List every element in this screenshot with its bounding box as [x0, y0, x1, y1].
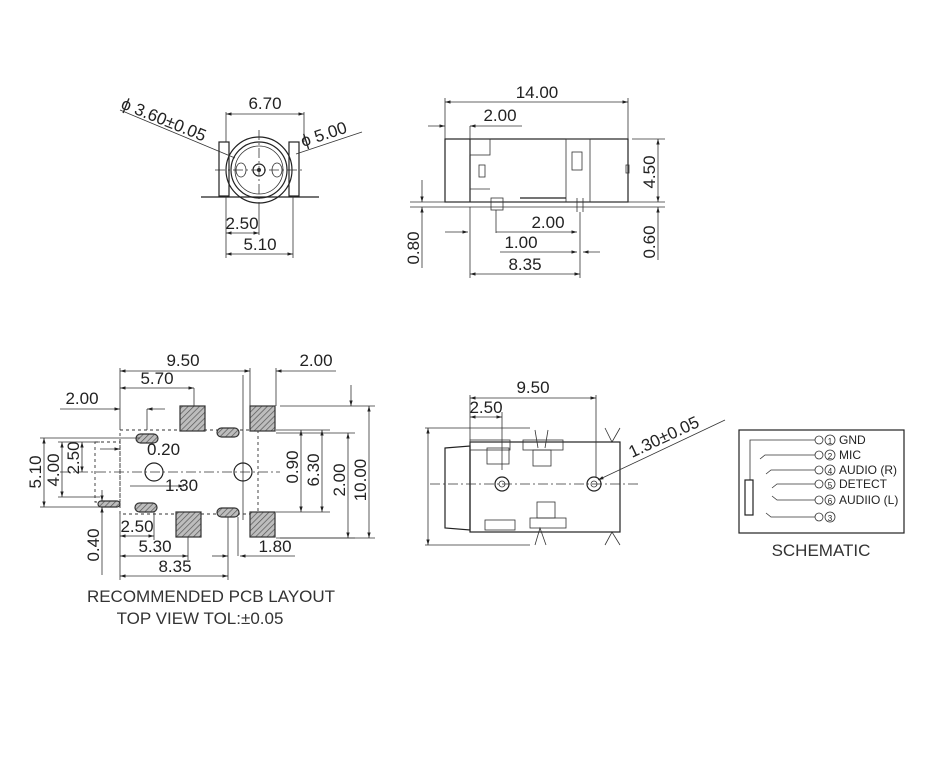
dim-pcb-pad-right-w: 1.80: [258, 537, 291, 556]
dim-side-offset: 2.00: [483, 106, 516, 125]
pin-label: DETECT: [839, 477, 888, 491]
pin-number: 1: [828, 437, 833, 446]
pin-label: MIC: [839, 448, 861, 462]
schematic: 1 2 4 5 6 3 GND MIC AUDIO (R) DETECT AUD…: [738, 429, 905, 560]
dim-front-pin-pitch: 2.50: [225, 214, 258, 233]
pcb-layout: 9.50 2.00 5.70 2.00 0.20 1.30 0.90 6.30 …: [26, 351, 375, 628]
dim-side-length: 14.00: [516, 83, 559, 102]
dim-pcb-pin-pos: 8.35: [158, 557, 191, 576]
dim-front-pin-span: 5.10: [243, 235, 276, 254]
dim-pcb-row-pitch: 6.30: [304, 453, 323, 486]
dim-pcb-left-offset: 2.00: [65, 389, 98, 408]
dim-pcb-span: 9.50: [166, 351, 199, 370]
dim-bottom-peg-offset: 2.50: [469, 398, 502, 417]
pcb-caption-title: RECOMMENDED PCB LAYOUT: [87, 587, 335, 606]
dim-bottom-span: 9.50: [516, 378, 549, 397]
side-view: 14.00 2.00 4.50 0.80 0.60 2.00 1.00 8.35: [404, 83, 665, 278]
dim-pcb-pad-w: 0.90: [283, 450, 302, 483]
dim-pcb-total-h: 10.00: [351, 459, 370, 502]
dim-side-pin-pos: 8.35: [508, 255, 541, 274]
schematic-title: SCHEMATIC: [772, 541, 871, 560]
pin-number: 6: [828, 497, 833, 506]
dim-front-hole-dia: ϕ 3.60±0.05: [119, 94, 209, 145]
front-view: 6.70 ϕ 3.60±0.05 ϕ 5.00 2.50 5.10: [119, 94, 363, 258]
dim-side-pin-thickness: 0.60: [640, 225, 659, 258]
pin-label: AUDIIO (L): [839, 493, 898, 507]
dim-pcb-pad-h: 2.00: [330, 463, 349, 496]
dim-side-pin-width: 1.00: [504, 233, 537, 252]
dim-pcb-center-h: 2.50: [64, 441, 83, 474]
dim-side-standoff: 0.80: [404, 231, 423, 264]
dim-pcb-slot-w: 0.40: [84, 528, 103, 561]
dim-pcb-inner-h: 4.00: [44, 453, 63, 486]
dim-front-width: 6.70: [248, 94, 281, 113]
dim-pcb-pad-x2: 5.30: [138, 537, 171, 556]
pin-number: 5: [828, 481, 833, 490]
pin-number: 2: [828, 452, 833, 461]
dim-bottom-peg-dia: 1.30±0.05: [626, 412, 702, 461]
pin-number: 3: [828, 514, 833, 523]
pcb-caption-tolerance: TOP VIEW TOL:±0.05: [117, 609, 284, 628]
dim-pcb-pad-x: 5.70: [140, 369, 173, 388]
dim-front-body-dia: ϕ 5.00: [298, 118, 349, 151]
dim-side-height: 4.50: [640, 155, 659, 188]
dim-pcb-hole-gap: 0.20: [147, 440, 180, 459]
pin-number: 4: [828, 467, 833, 476]
dim-pcb-right-pad: 2.00: [299, 351, 332, 370]
dim-pcb-hole-dia: 1.30: [165, 476, 198, 495]
dim-side-pin-offset: 2.00: [531, 213, 564, 232]
dim-pcb-pin-x: 2.50: [120, 517, 153, 536]
bottom-view: 9.50 2.50 1.30±0.05: [425, 378, 726, 546]
pin-label: AUDIO (R): [839, 463, 897, 477]
dim-pcb-outer-h: 5.10: [26, 455, 45, 488]
pin-label: GND: [839, 433, 866, 447]
